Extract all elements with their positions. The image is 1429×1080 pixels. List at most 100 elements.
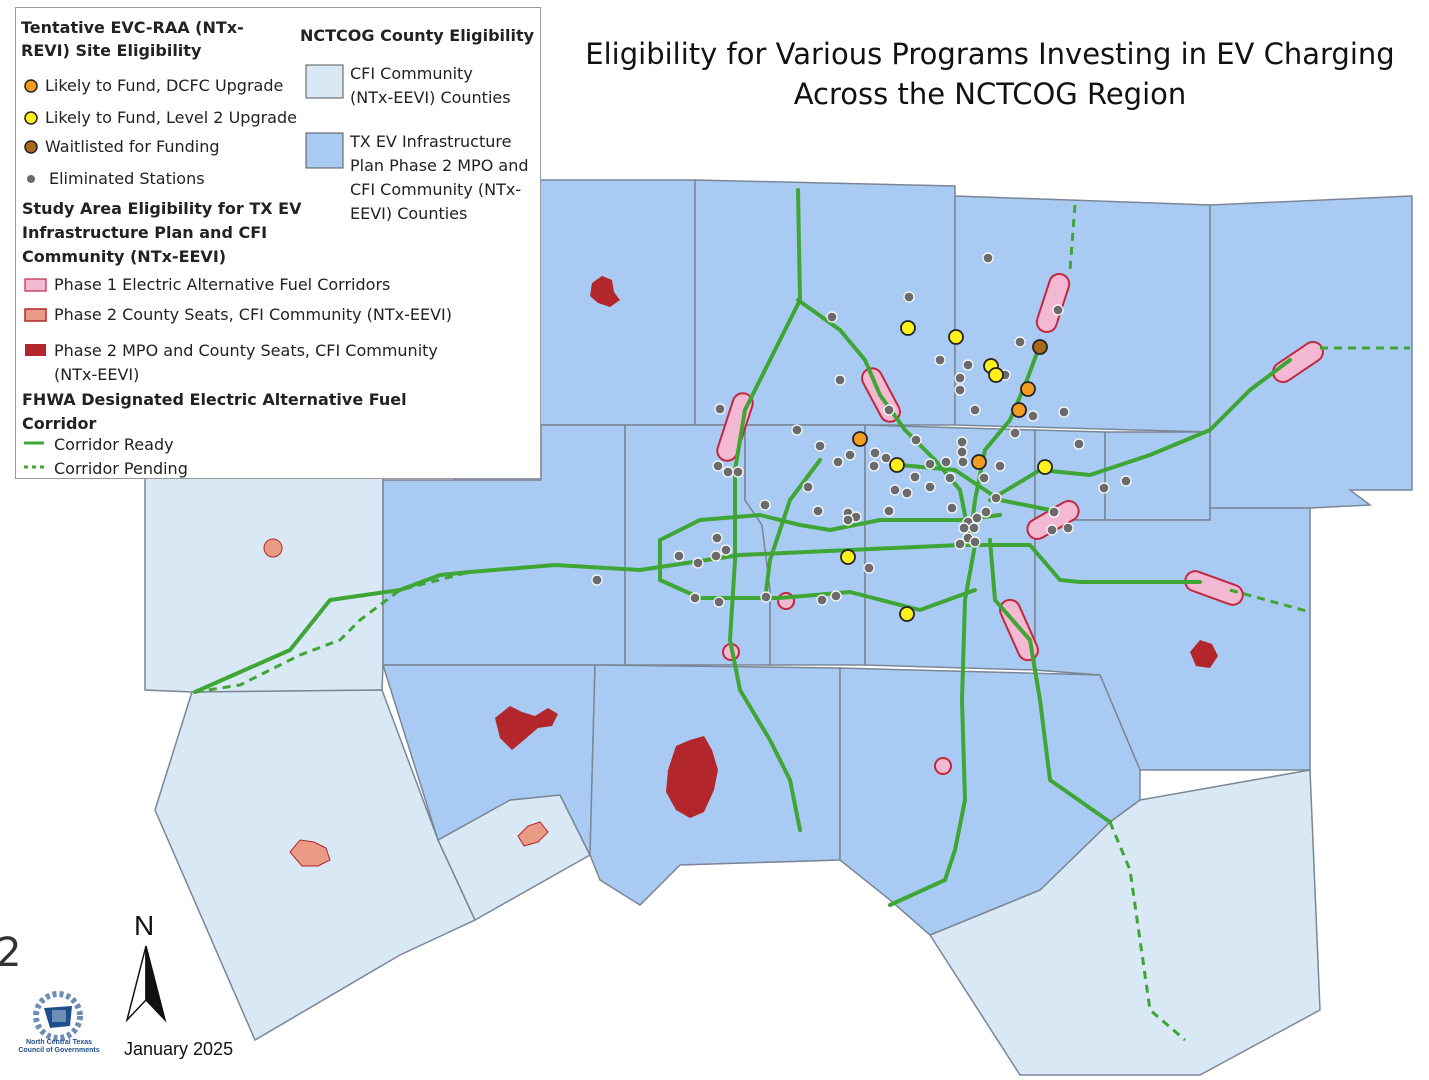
corridor-ready-loop [658, 513, 1002, 542]
corridor-ready-i35e-south [988, 538, 1112, 824]
phase1-node-3 [934, 757, 952, 775]
legend-study-heading-l3: Community (NTx-EEVI) [22, 247, 227, 266]
corridor-ready-i45 [888, 543, 977, 907]
legend-cfi-label-l2: (NTx-EEVI) Counties [350, 88, 511, 107]
eliminated-station [802, 481, 814, 493]
corridor-pending-south [1108, 821, 1186, 1042]
county-west-light [144, 472, 384, 693]
eliminated-station [1027, 410, 1039, 422]
corridor-ready-i35w-south [763, 458, 822, 602]
level2-station [889, 457, 905, 473]
eliminated-station [842, 514, 854, 526]
seat-glenrose [517, 821, 549, 847]
eliminated-station [962, 359, 974, 371]
corridor-ready-swatch-icon [24, 441, 44, 445]
eliminated-station [1009, 427, 1021, 439]
logo-text-l2: Council of Governments [18, 1047, 100, 1054]
logo-text: North Central Texas Council of Governmen… [14, 1039, 104, 1055]
eliminated-station [1098, 482, 1110, 494]
eliminated-station [889, 484, 901, 496]
legend-txev-label-l2: Plan Phase 2 MPO and [350, 156, 529, 175]
eliminated-station [969, 536, 981, 548]
corridor-ready-loop-south [658, 538, 977, 612]
corridor-pending-swatch-icon [24, 465, 45, 469]
county-n1 [694, 179, 956, 426]
legend-study-heading-l1: Study Area Eligibility for TX EV [22, 199, 302, 218]
eliminated-station [826, 311, 838, 323]
county-n2 [954, 195, 1211, 433]
cfi-county-swatch-icon [305, 64, 344, 99]
seat-stephenville [289, 839, 331, 867]
legend-txev-label-l1: TX EV Infrastructure [350, 132, 512, 151]
eliminated-station [1073, 438, 1085, 450]
legend-fhwa-heading-l1: FHWA Designated Electric Alternative Fue… [22, 390, 407, 409]
mpo-seat-cleburne [666, 736, 718, 818]
eliminated-station [591, 574, 603, 586]
corridor-ready-us75 [968, 343, 1042, 542]
eliminated-station [924, 458, 936, 470]
eliminated-swatch-icon [27, 175, 35, 183]
eliminated-station [1058, 406, 1070, 418]
eliminated-station [863, 562, 875, 574]
eliminated-station [759, 499, 771, 511]
dcfc-station [1020, 381, 1036, 397]
eliminated-station [980, 506, 992, 518]
legend-txev-label-l4: EEVI) Counties [350, 204, 468, 223]
legend-dcfc-label: Likely to Fund, DCFC Upgrade [45, 76, 284, 95]
eliminated-station [958, 522, 970, 534]
phase1-segment-c [1035, 272, 1071, 334]
eliminated-station [971, 512, 983, 524]
eliminated-station [883, 505, 895, 517]
eliminated-station [722, 466, 734, 478]
eliminated-station [968, 522, 980, 534]
level2-station [840, 549, 856, 565]
eliminated-station [1014, 336, 1026, 348]
dcfc-station [1011, 402, 1027, 418]
county-hunt [1104, 431, 1211, 521]
eliminated-station [814, 440, 826, 452]
eliminated-station [903, 291, 915, 303]
logo-text-l1: North Central Texas [26, 1039, 92, 1046]
eliminated-station [713, 596, 725, 608]
eliminated-station [732, 466, 744, 478]
map-date: January 2025 [124, 1039, 234, 1059]
eliminated-station [909, 471, 921, 483]
legend-fhwa-heading-l2: Corridor [22, 414, 97, 433]
level2-station [900, 320, 916, 336]
mpo-seat-denton-area [590, 276, 620, 307]
eliminated-station [760, 591, 772, 603]
eliminated-station [978, 472, 990, 484]
level2-station [948, 329, 964, 345]
phase2-seats-swatch-icon [24, 308, 47, 322]
eliminated-station-layer [591, 252, 1132, 608]
dcfc-swatch-icon [24, 79, 38, 93]
phase2-county-swatch-icon [305, 132, 344, 169]
eliminated-station [712, 460, 724, 472]
dcfc-station [852, 431, 868, 447]
legend-corridor-pending-label: Corridor Pending [54, 459, 188, 478]
eliminated-station [816, 594, 828, 606]
eliminated-station [946, 502, 958, 514]
legend-county-heading: NCTCOG County Eligibility [300, 26, 535, 45]
eliminated-station [844, 449, 856, 461]
eliminated-station [812, 505, 824, 517]
north-label: N [134, 910, 155, 941]
eliminated-station [692, 557, 704, 569]
nctcog-logo-icon [33, 991, 83, 1041]
eliminated-station [954, 538, 966, 550]
eliminated-station [711, 532, 723, 544]
eliminated-station [832, 456, 844, 468]
eliminated-station [940, 456, 952, 468]
legend-phase2-seats-label: Phase 2 County Seats, CFI Community (NTx… [54, 305, 452, 324]
corridor-pending-west [194, 570, 471, 694]
level2-swatch-icon [24, 111, 38, 125]
legend-level2-label: Likely to Fund, Level 2 Upgrade [45, 108, 297, 127]
eliminated-station [1046, 524, 1058, 536]
mpo-seat-granbury [495, 706, 558, 750]
eliminated-station [834, 374, 846, 386]
county-seat-layer [263, 276, 1218, 867]
legend-cfi-label-l1: CFI Community [350, 64, 473, 83]
county-kaufman [1034, 507, 1311, 771]
map-title: Eligibility for Various Programs Investi… [560, 34, 1420, 114]
eliminated-station [954, 384, 966, 396]
